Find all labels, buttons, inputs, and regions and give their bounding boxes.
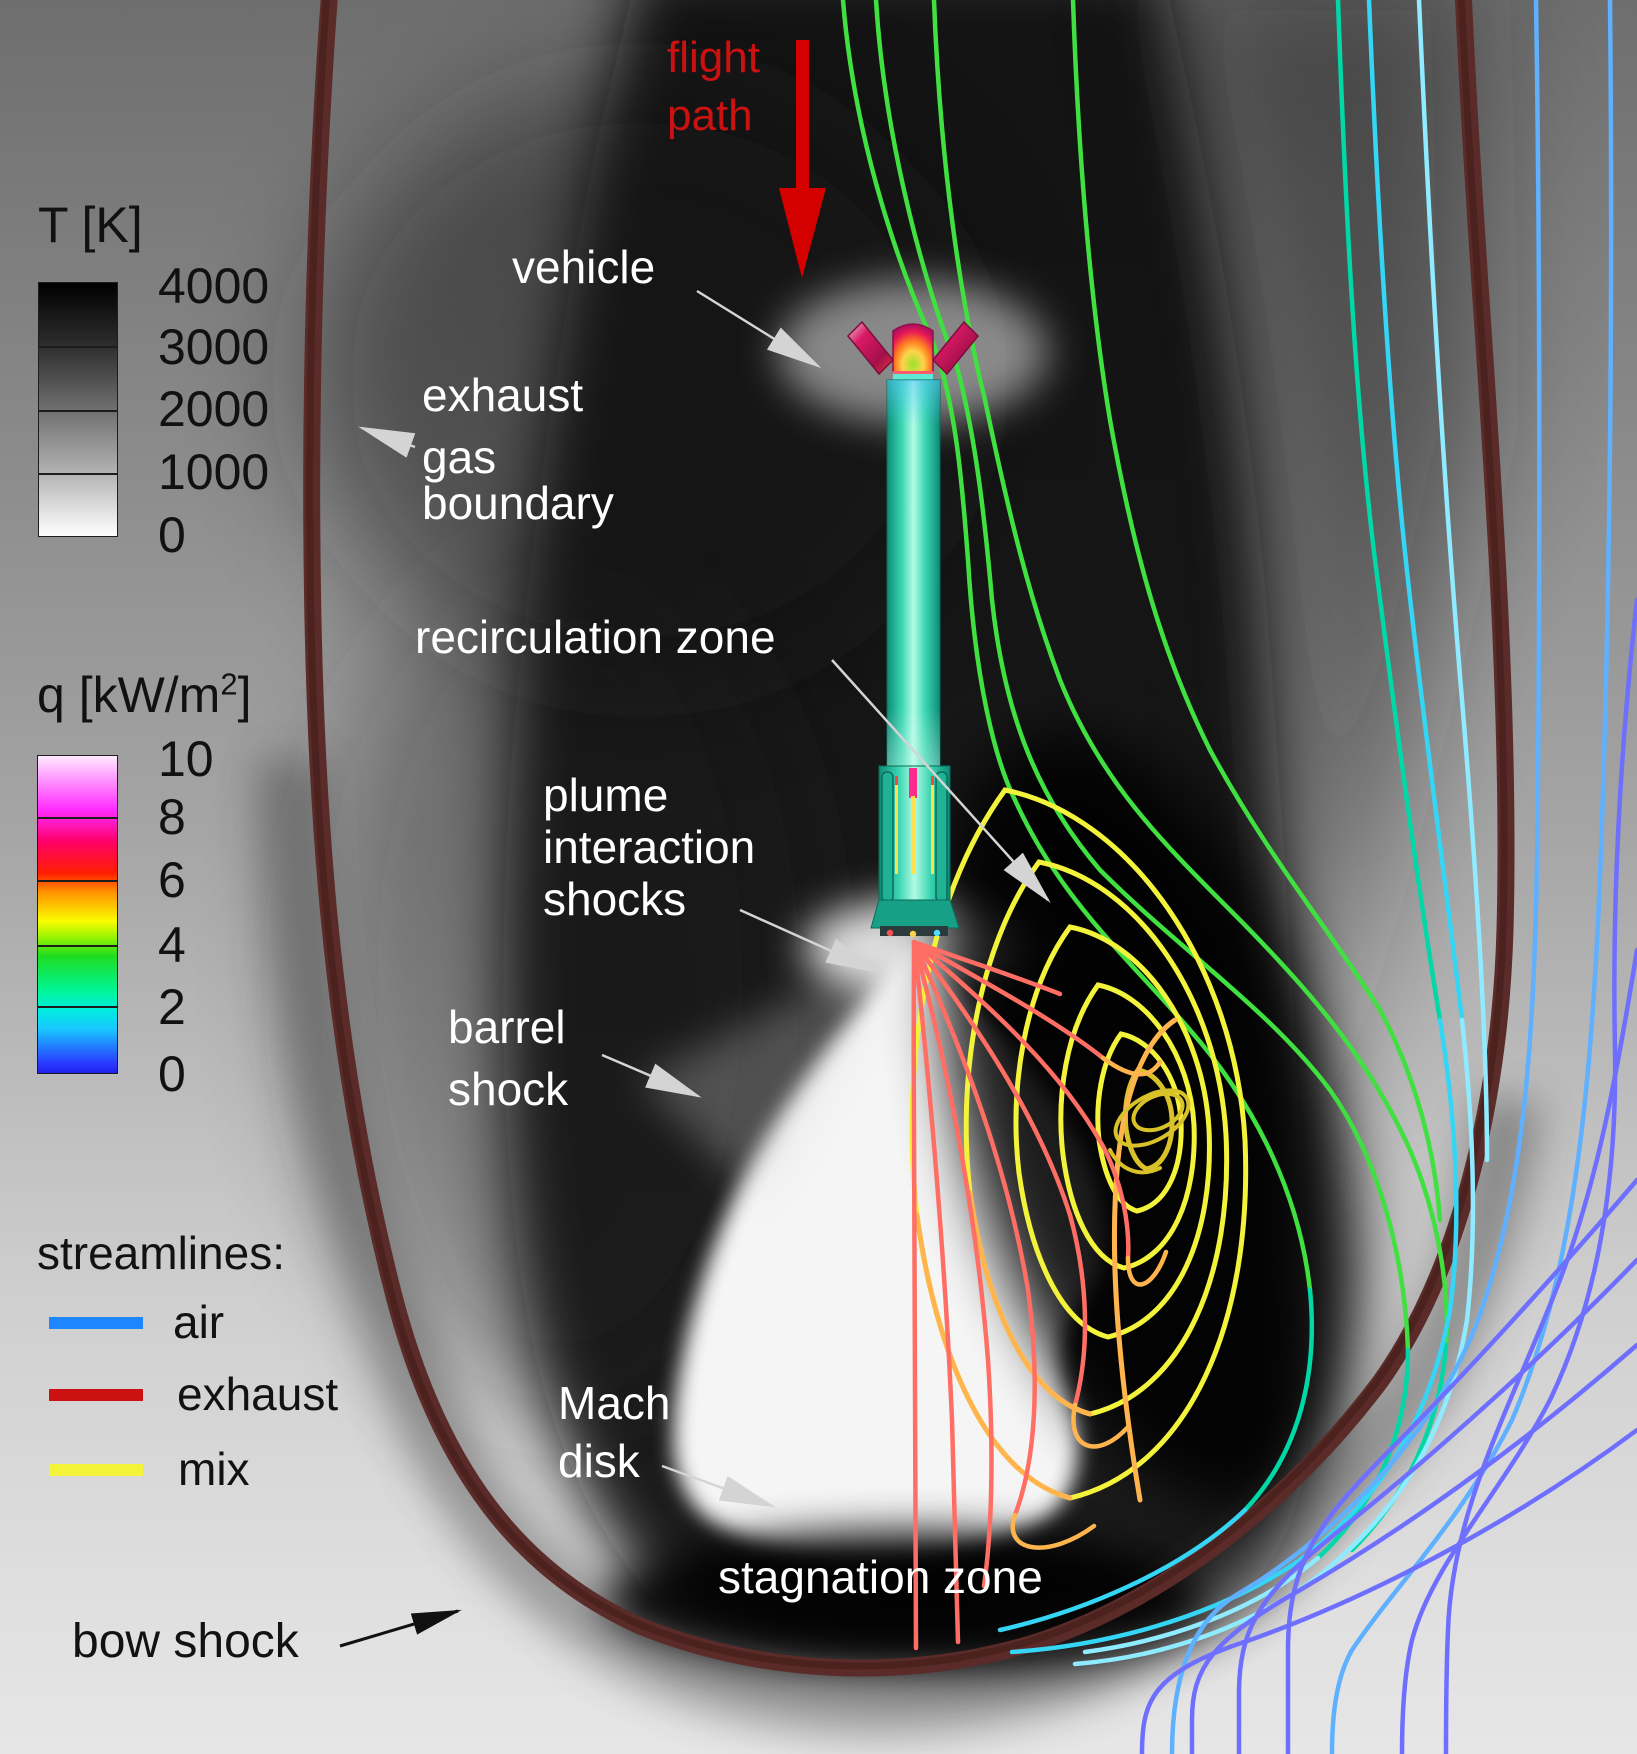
bow-shock-arrow	[339, 1609, 462, 1648]
engine-line-yellow-right	[931, 782, 934, 874]
plume-fan-gray	[640, 938, 913, 1200]
barrel-shock-label-line2: shock	[448, 1063, 569, 1115]
plume-interaction-shocks-label-line1: plume	[543, 769, 669, 821]
heatflux-colorbar	[37, 755, 118, 1074]
t-tick-0: 0	[158, 506, 186, 563]
vehicle-skirt	[870, 899, 960, 929]
barrel-shock-label-line1: barrel	[448, 1001, 566, 1053]
vehicle-label: vehicle	[512, 241, 656, 293]
air-label: air	[173, 1296, 225, 1348]
exhaust-swatch	[49, 1389, 143, 1401]
colorbar-divider	[39, 346, 117, 349]
q-tick-2: 2	[158, 978, 186, 1035]
air-swatch	[49, 1317, 143, 1329]
flight-path-label-line2: path	[667, 91, 753, 140]
grid-fin-center	[892, 323, 934, 377]
vortex-core-knot	[1108, 1088, 1191, 1175]
temperature-colorbar	[38, 282, 118, 537]
t-tick-3000: 3000	[158, 318, 270, 375]
vehicle-neck	[893, 371, 933, 381]
temperature-colorbar-title: T [K]	[38, 197, 143, 253]
mach-disk-label-line1: Mach	[558, 1377, 671, 1429]
exhaust-gas-boundary-curve	[303, 0, 1515, 1677]
mix-swatch	[49, 1464, 143, 1476]
exhaust-gas-boundary-label-line2: gas	[422, 431, 497, 483]
colorbar-divider	[38, 944, 117, 947]
q-tick-4: 4	[158, 916, 186, 973]
q-title-superscript: 2	[220, 666, 238, 702]
recirculation-zone-label: recirculation zone	[415, 611, 776, 663]
q-tick-6: 6	[158, 851, 186, 908]
exhaust-gas-boundary-arrow	[358, 426, 416, 458]
t-tick-2000: 2000	[158, 380, 270, 437]
vehicle-model	[846, 320, 980, 938]
q-title-close: ]	[237, 667, 252, 723]
grid-fin-left	[846, 320, 895, 376]
wake-shadow-left	[320, 550, 800, 1410]
flight-path-arrow	[779, 40, 826, 278]
grid-fin-right	[931, 320, 980, 376]
exhaust-gas-boundary-label-line3: boundary	[422, 477, 614, 529]
mach-disk-arrow	[661, 1464, 776, 1508]
colorbar-divider	[39, 409, 117, 412]
colorbar-divider	[38, 880, 117, 883]
nozzle-dot-2	[909, 930, 917, 938]
vehicle-body-shading	[887, 380, 940, 766]
engine-line-yellow-left	[895, 782, 898, 874]
flight-path-label-line1: flight	[667, 33, 760, 82]
nozzle-dot-1	[886, 929, 894, 937]
plume-interaction-shocks-label-line2: interaction	[543, 821, 756, 873]
colorbar-divider	[38, 817, 117, 820]
exhaust-gas-boundary-label-line1: exhaust	[422, 369, 584, 421]
q-title-base: q [kW/m	[37, 667, 221, 723]
plume-interaction-shocks-arrow	[739, 908, 882, 974]
leg-fairing-left	[881, 771, 894, 903]
bow-shock-label: bow shock	[72, 1615, 299, 1668]
vehicle-neck-line	[893, 371, 933, 374]
recirculation-dark-blob	[940, 732, 1360, 1508]
q-tick-8: 8	[158, 788, 186, 845]
engine-line-yellow-center	[911, 796, 915, 874]
plume-interaction-shocks-label-line3: shocks	[543, 873, 687, 925]
leg-fairing-right	[935, 771, 948, 903]
t-tick-4000: 4000	[158, 257, 270, 314]
stagnation-zone-label: stagnation zone	[718, 1551, 1043, 1603]
barrel-shock-arrow	[601, 1053, 702, 1098]
colorbar-divider	[38, 1006, 117, 1009]
wake-shadow-right	[1166, 0, 1480, 1100]
exhaust-label: exhaust	[177, 1368, 339, 1420]
streamlines-legend-title: streamlines:	[37, 1227, 285, 1279]
nozzle-dot-3	[933, 929, 941, 937]
recirculation-zone-arrow	[831, 659, 1051, 903]
vehicle-arrow	[696, 289, 822, 369]
q-tick-0: 0	[158, 1045, 186, 1102]
engine-cap-red-left	[895, 776, 898, 785]
mach-disk-label-line2: disk	[558, 1435, 640, 1487]
q-tick-10: 10	[158, 730, 214, 787]
exhaust-streamlines	[911, 939, 1169, 1651]
engine-cap-red-right	[931, 776, 934, 785]
colorbar-divider	[39, 472, 117, 475]
annotation-arrows	[339, 40, 1051, 1648]
heatflux-colorbar-title: q [kW/m2]	[37, 666, 251, 724]
air-streamlines	[840, 0, 1637, 1754]
engine-slit-magenta	[909, 768, 917, 798]
mix-label: mix	[178, 1443, 250, 1495]
t-tick-1000: 1000	[158, 443, 270, 500]
